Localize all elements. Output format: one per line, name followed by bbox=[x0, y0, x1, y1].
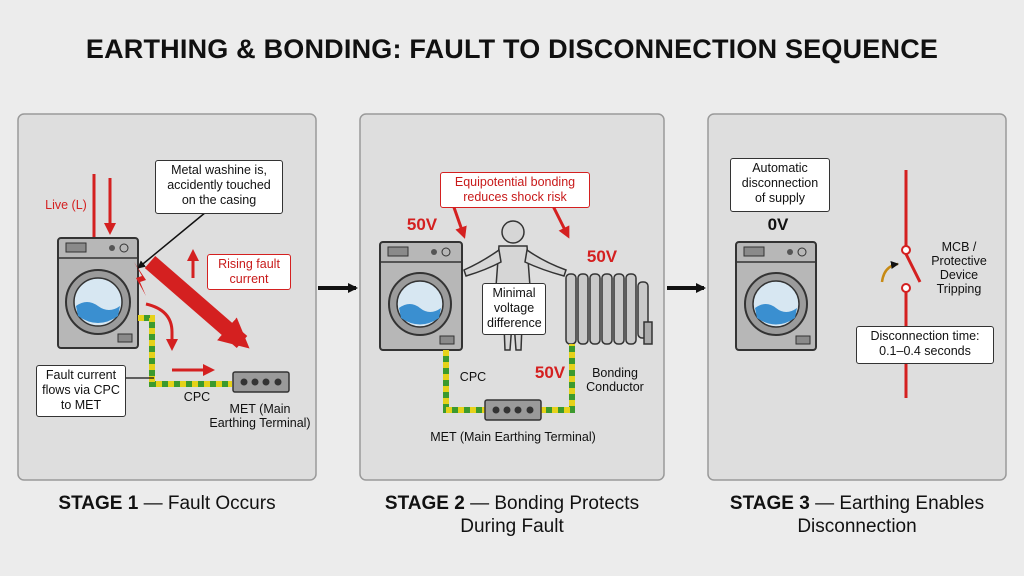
callout-disconnection-time: Disconnection time: 0.1–0.4 seconds bbox=[856, 326, 994, 364]
stage1-caption-number: STAGE 1 bbox=[58, 493, 139, 514]
live-label: Live (L) bbox=[45, 198, 87, 212]
page-title: EARTHING & BONDING: FAULT TO DISCONNECTI… bbox=[85, 34, 939, 64]
stage2-caption: STAGE 2 — Bonding Protects During Fault bbox=[380, 492, 644, 538]
voltage-zero-label: 0V bbox=[767, 215, 789, 234]
stage3-caption-text: — Earthing Enables Disconnection bbox=[797, 493, 985, 537]
voltage-bonding-label: 50V bbox=[534, 363, 566, 382]
radiator-icon bbox=[565, 273, 653, 345]
voltage-radiator-label: 50V bbox=[586, 247, 618, 266]
cpc-label: CPC bbox=[459, 370, 487, 384]
callout-minimal-voltage: Minimal voltage difference bbox=[482, 283, 546, 335]
stage3-caption: STAGE 3 — Earthing Enables Disconnection bbox=[728, 492, 986, 538]
washing-machine-icon bbox=[735, 241, 817, 351]
callout-equipotential-bonding: Equipotential bonding reduces shock risk bbox=[440, 172, 590, 208]
fault-spark-icon bbox=[134, 262, 146, 296]
stage3-caption-number: STAGE 3 bbox=[729, 493, 810, 514]
stage2-caption-number: STAGE 2 bbox=[384, 493, 465, 514]
met-label: MET (Main Earthing Terminal) bbox=[209, 402, 311, 430]
fault-current-arrow-icon bbox=[144, 255, 250, 349]
met-label: MET (Main Earthing Terminal) bbox=[430, 430, 596, 444]
stage2-caption-text: — Bonding Protects During Fault bbox=[460, 493, 640, 537]
stage1-caption-text: — Fault Occurs bbox=[143, 493, 276, 514]
voltage-machine-label: 50V bbox=[406, 215, 438, 234]
bonding-conductor-label: Bonding Conductor bbox=[586, 366, 644, 394]
mcb-label: MCB / Protective Device Tripping bbox=[931, 240, 987, 296]
trip-arrow-icon bbox=[880, 261, 899, 283]
met-terminal-icon bbox=[232, 371, 290, 393]
mcb-switch-icon bbox=[904, 253, 922, 283]
callout-rising-fault: Rising fault current bbox=[207, 254, 291, 290]
washing-machine-icon bbox=[379, 241, 463, 351]
callout-fault-flow: Fault current flows via CPC to MET bbox=[36, 365, 126, 417]
met-terminal-icon bbox=[484, 399, 542, 421]
callout-touch: Metal washine is, accidently touched on … bbox=[155, 160, 283, 214]
cpc-label: CPC bbox=[183, 390, 211, 404]
callout-automatic-disconnection: Automatic disconnection of supply bbox=[730, 158, 830, 212]
washing-machine-icon bbox=[57, 237, 139, 349]
stage1-caption: STAGE 1 — Fault Occurs bbox=[18, 492, 316, 515]
